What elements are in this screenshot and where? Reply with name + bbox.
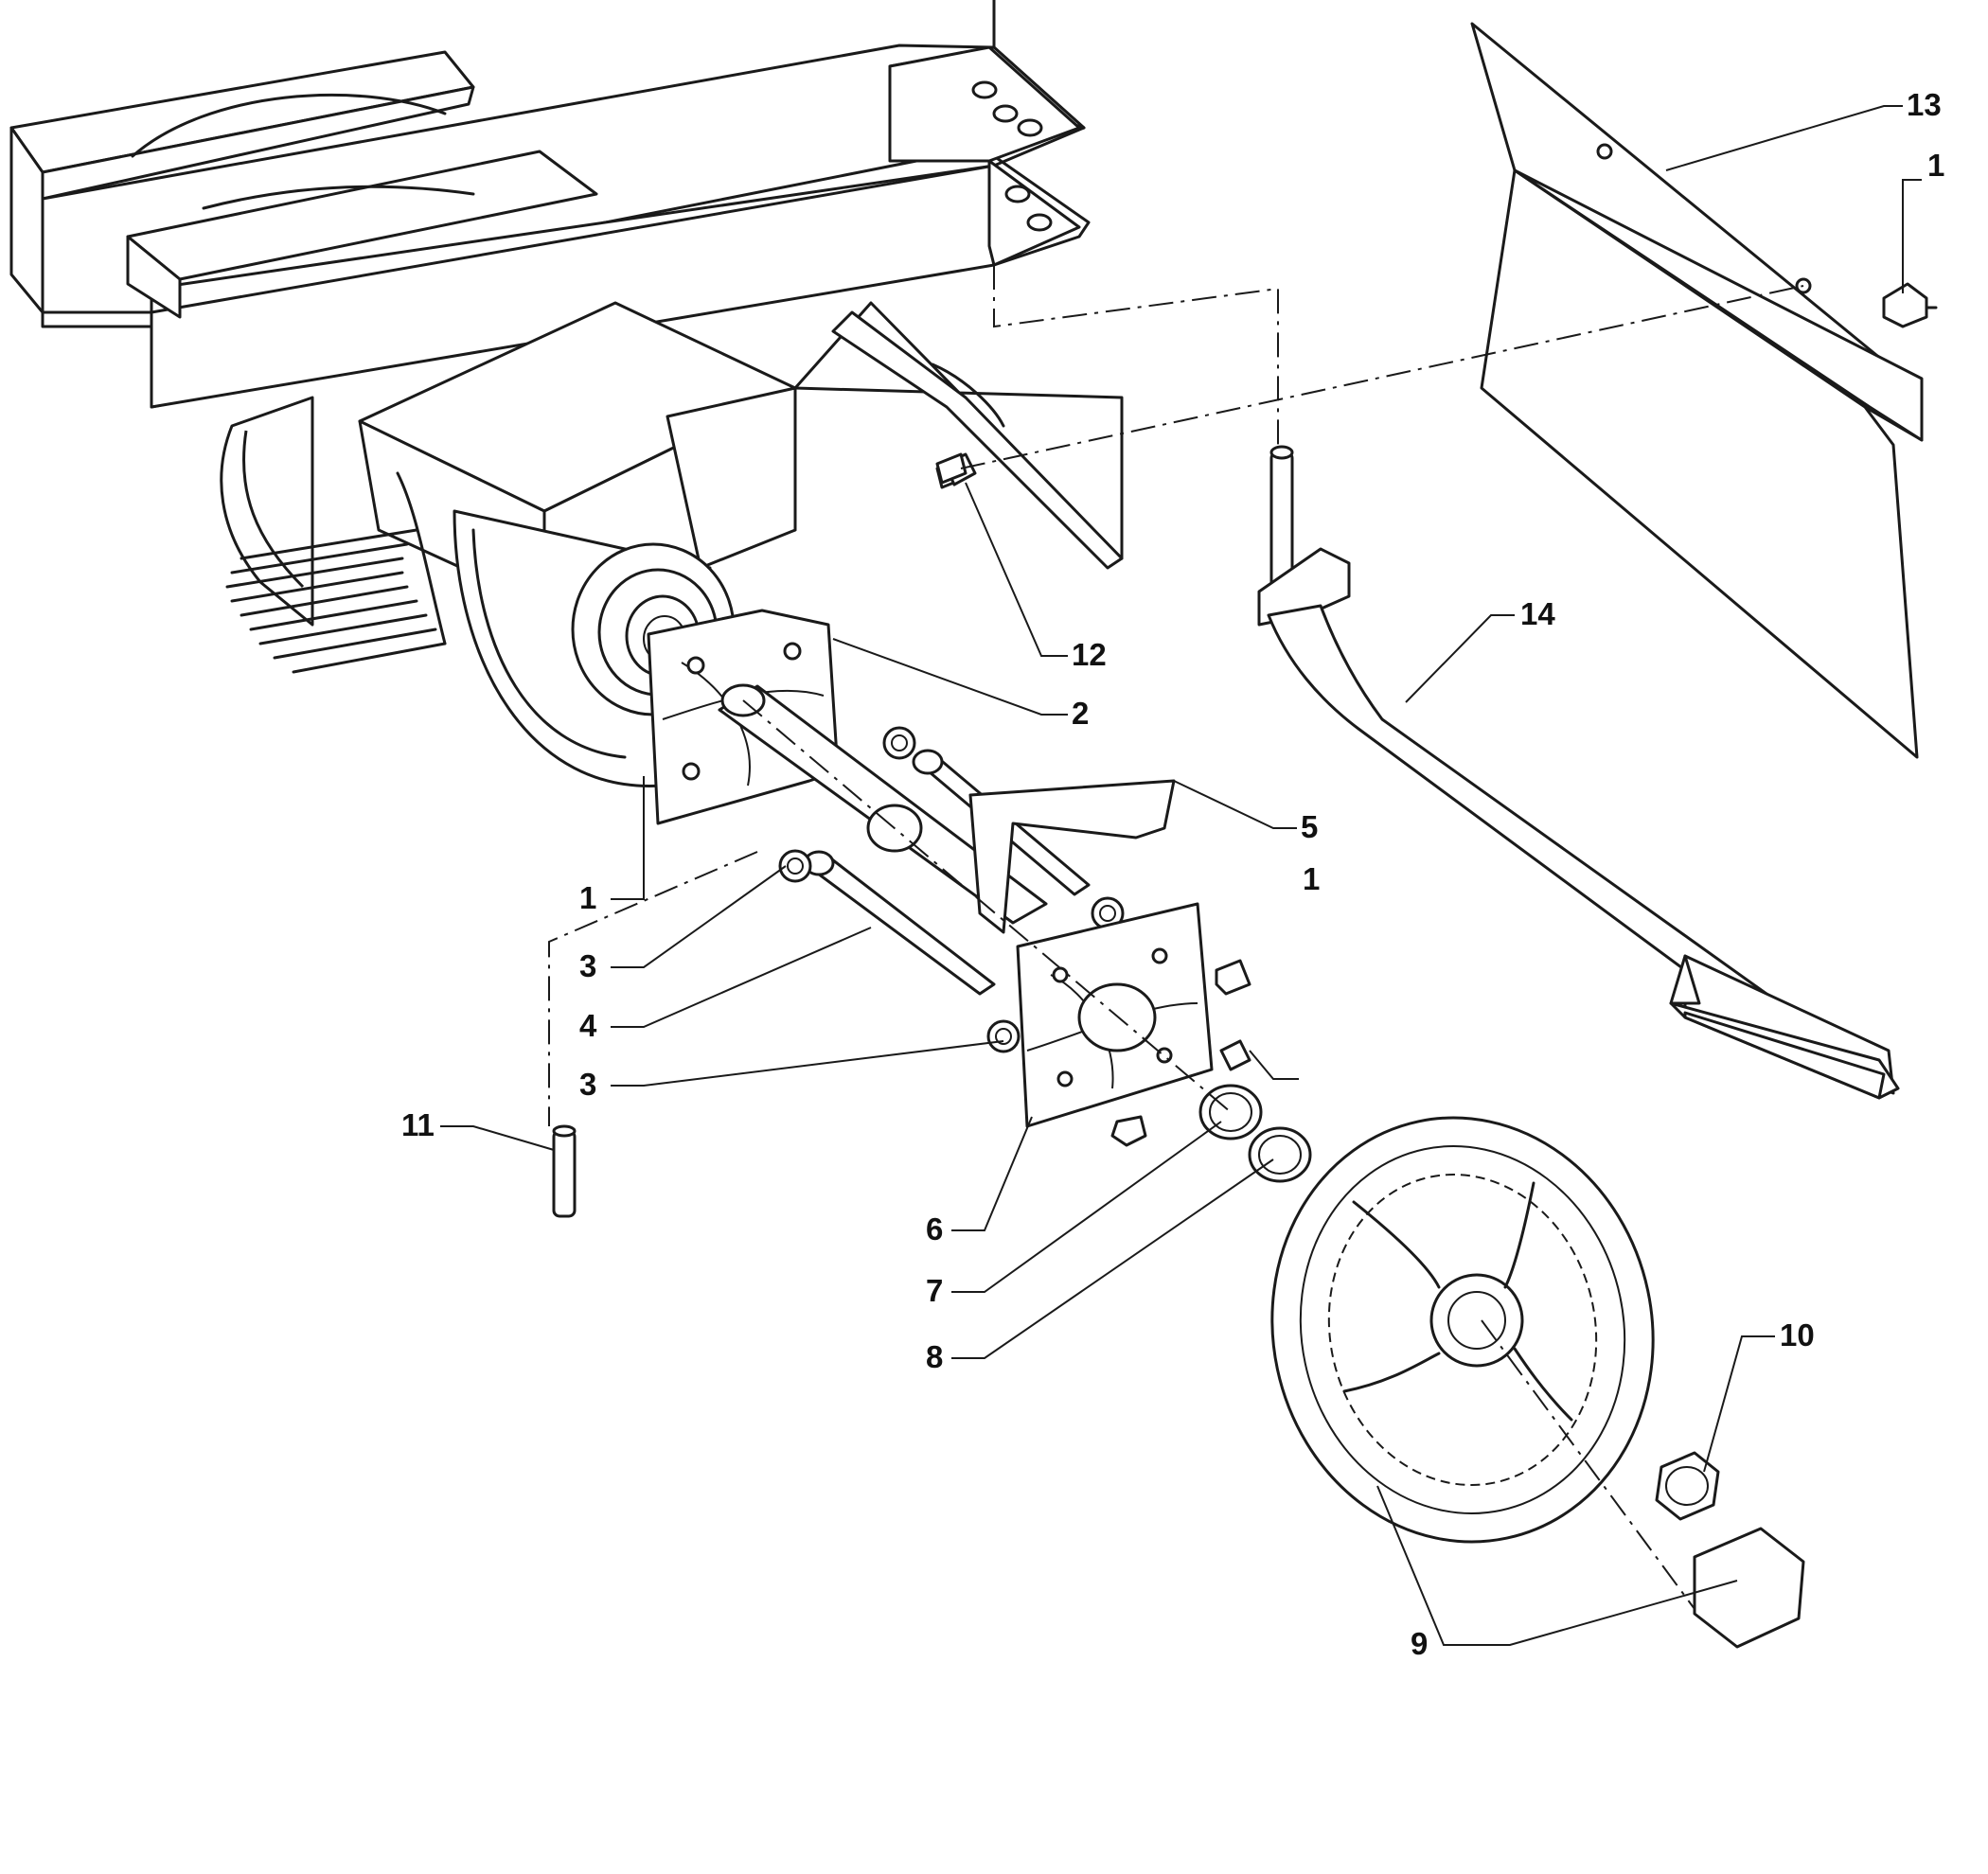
callout-3-upper: 3 (579, 948, 596, 983)
callout-13: 13 (1907, 87, 1942, 122)
callout-1-right: 1 (1303, 861, 1320, 896)
callout-9: 9 (1411, 1626, 1428, 1661)
assembly-center-lines (548, 265, 1804, 1610)
gearbox-housing (220, 301, 1124, 787)
callout-1-left: 1 (579, 880, 596, 915)
callout-11: 11 (401, 1107, 435, 1142)
callout-12: 12 (1072, 637, 1107, 672)
callout-6: 6 (926, 1211, 943, 1246)
callout-8: 8 (926, 1339, 943, 1374)
callout-3-lower: 3 (579, 1067, 596, 1102)
callout-7: 7 (926, 1273, 943, 1308)
callout-5: 5 (1301, 809, 1318, 844)
callout-2: 2 (1072, 696, 1089, 731)
callout-14: 14 (1520, 596, 1555, 631)
wheel (1270, 1116, 1655, 1544)
callout-4: 4 (579, 1008, 597, 1043)
chassis-frame (9, 0, 1091, 409)
callout-numbers: 13 1 14 12 2 5 1 1 3 4 3 11 6 7 8 10 9 (401, 87, 1944, 1661)
deflector-plate (1470, 22, 1938, 759)
callout-1-top: 1 (1927, 148, 1944, 183)
pin-part-11 (552, 1129, 577, 1218)
leader-lines (440, 105, 1922, 1646)
tine-rake (225, 471, 447, 674)
callout-10: 10 (1780, 1317, 1815, 1352)
handle-bar (1257, 445, 1900, 1100)
